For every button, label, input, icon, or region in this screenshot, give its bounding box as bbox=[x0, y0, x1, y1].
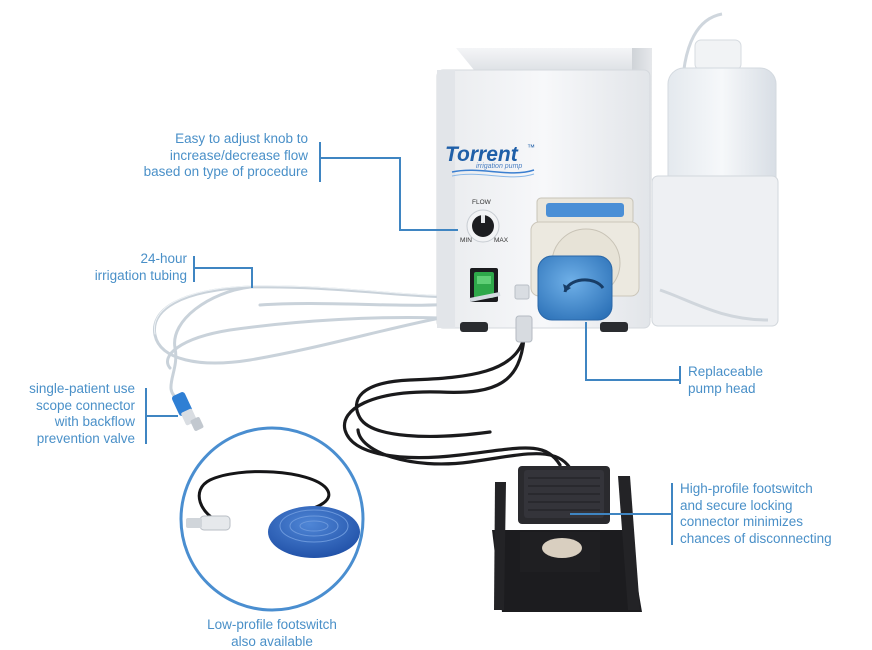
pump-head[interactable] bbox=[530, 197, 640, 321]
callout-line: Replaceable bbox=[688, 364, 764, 379]
knob-label-flow: FLOW bbox=[472, 199, 492, 206]
callout-line: pump head bbox=[688, 380, 756, 396]
callout-irrigation-tubing: 24-hour irrigation tubing bbox=[60, 251, 187, 284]
callout-line: prevention valve bbox=[36, 430, 135, 446]
irrigation-tubing-highlight bbox=[153, 285, 471, 335]
callout-scope-connector: single-patient use scope connector with … bbox=[2, 381, 135, 447]
callout-line: Easy to adjust knob to bbox=[175, 131, 308, 146]
callout-line: chances of disconnecting bbox=[680, 530, 832, 546]
footswitch-cable bbox=[342, 336, 572, 470]
brand-logo: Torrent bbox=[445, 143, 519, 166]
low-profile-inset bbox=[179, 426, 365, 612]
high-profile-footswitch[interactable] bbox=[492, 466, 642, 612]
callout-line: irrigation tubing bbox=[94, 267, 187, 283]
knob-label-max: MAX bbox=[494, 237, 509, 244]
irrigation-tubing bbox=[152, 285, 472, 402]
callout-line: increase/decrease flow bbox=[169, 147, 308, 163]
callout-line: based on type of procedure bbox=[143, 164, 308, 179]
tubing-inlet bbox=[469, 292, 501, 302]
callout-line: Low-profile footswitch bbox=[207, 617, 337, 632]
callout-line: connector minimizes bbox=[680, 514, 804, 529]
callout-high-profile-footswitch: High-profile footswitch and secure locki… bbox=[680, 481, 870, 547]
flow-knob[interactable] bbox=[466, 209, 500, 243]
cable-connector bbox=[515, 315, 533, 343]
callout-line: and secure locking bbox=[680, 497, 793, 513]
callout-line: with backflow bbox=[54, 414, 135, 429]
callout-line: also available bbox=[231, 633, 313, 649]
callout-line: scope connector bbox=[35, 397, 135, 413]
leader-lines bbox=[145, 142, 681, 545]
fluid-bottle bbox=[651, 12, 779, 327]
brand-tagline: irrigation pump bbox=[476, 163, 522, 170]
callout-line: High-profile footswitch bbox=[680, 481, 813, 496]
callout-pump-head: Replaceable pump head bbox=[688, 364, 818, 397]
callout-line: 24-hour bbox=[140, 251, 187, 266]
callout-line: single-patient use bbox=[29, 381, 135, 396]
power-switch[interactable] bbox=[470, 268, 498, 302]
trademark-mark: ™ bbox=[527, 143, 535, 152]
callout-flow-knob: Easy to adjust knob to increase/decrease… bbox=[96, 131, 308, 181]
scope-connector bbox=[171, 392, 204, 431]
knob-label-min: MIN bbox=[460, 237, 472, 244]
callout-low-profile-footswitch: Low-profile footswitch also available bbox=[180, 617, 364, 650]
